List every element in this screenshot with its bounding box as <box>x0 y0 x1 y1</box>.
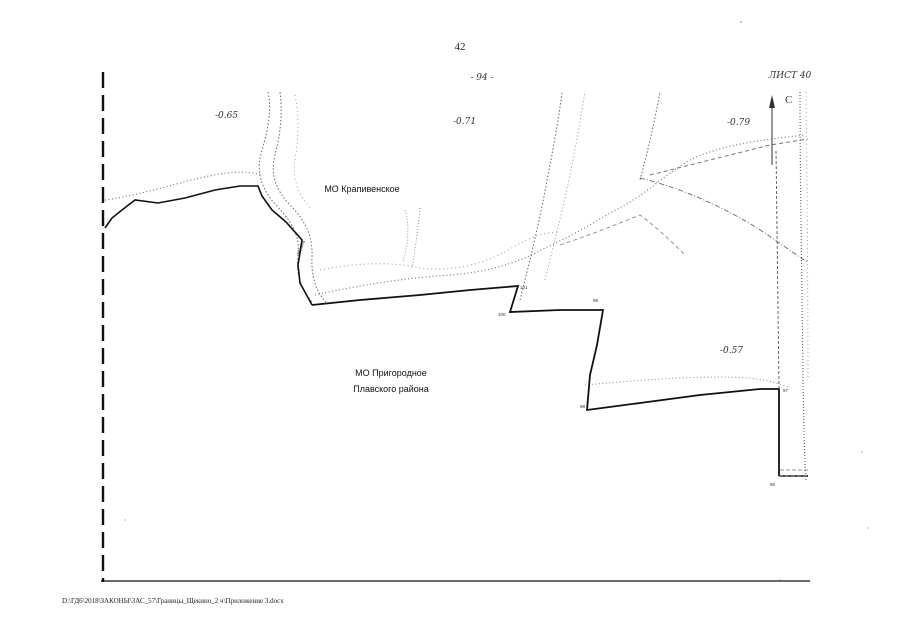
footer-file-path: D:\ГД6\2018\ЗАКОНЫ\ЗАС_57\Границы_Щекино… <box>62 597 284 605</box>
elevation-mark: -0.71 <box>453 117 476 127</box>
river-bank-line <box>258 91 313 303</box>
elevation-mark: -0.79 <box>727 118 750 128</box>
river-bank-line <box>272 91 327 303</box>
region-label-plavsky: Плавского района <box>353 384 429 394</box>
road-line <box>402 209 409 263</box>
region-label-prigorodnoe: МО Пригородное <box>355 368 427 378</box>
sheet-label: ЛИСТ 40 <box>768 71 812 81</box>
road-line <box>639 177 809 263</box>
road-line <box>544 91 586 281</box>
river-label: Мизна <box>296 240 307 256</box>
boundary-point-label: 101 <box>520 285 528 290</box>
boundary-line <box>779 469 808 477</box>
boundary-point-label: 99 <box>593 298 599 303</box>
terrain-dotted-line <box>314 134 806 296</box>
road-line <box>519 91 563 301</box>
road-line <box>411 207 421 269</box>
hatched-band <box>799 91 807 481</box>
page-number: 42 <box>455 41 466 53</box>
terrain-dotted-line <box>319 231 561 271</box>
boundary-point-label: 98 <box>580 404 586 409</box>
river-bank-line <box>293 94 313 211</box>
road-line <box>559 214 686 256</box>
elevation-mark: -0.57 <box>720 346 743 356</box>
region-label-krapivenskoe: МО Крапивенское <box>324 184 399 194</box>
boundary-point-label: 97 <box>783 388 789 393</box>
north-label: С <box>785 94 792 106</box>
road-line <box>639 91 661 181</box>
boundary-line <box>311 284 780 476</box>
boundary-point-label: 96 <box>770 482 776 487</box>
road-line <box>649 138 809 176</box>
boundary-point-label: 100 <box>498 312 506 317</box>
terrain-dotted-line <box>584 376 791 388</box>
boundary-line <box>775 149 780 390</box>
boundary-line <box>104 185 313 306</box>
hatched-band <box>805 91 809 381</box>
north-arrow-icon <box>769 95 775 165</box>
sheet-index-top: - 94 - <box>470 73 493 83</box>
elevation-mark: -0.65 <box>215 111 238 121</box>
scan-specks <box>124 21 869 581</box>
